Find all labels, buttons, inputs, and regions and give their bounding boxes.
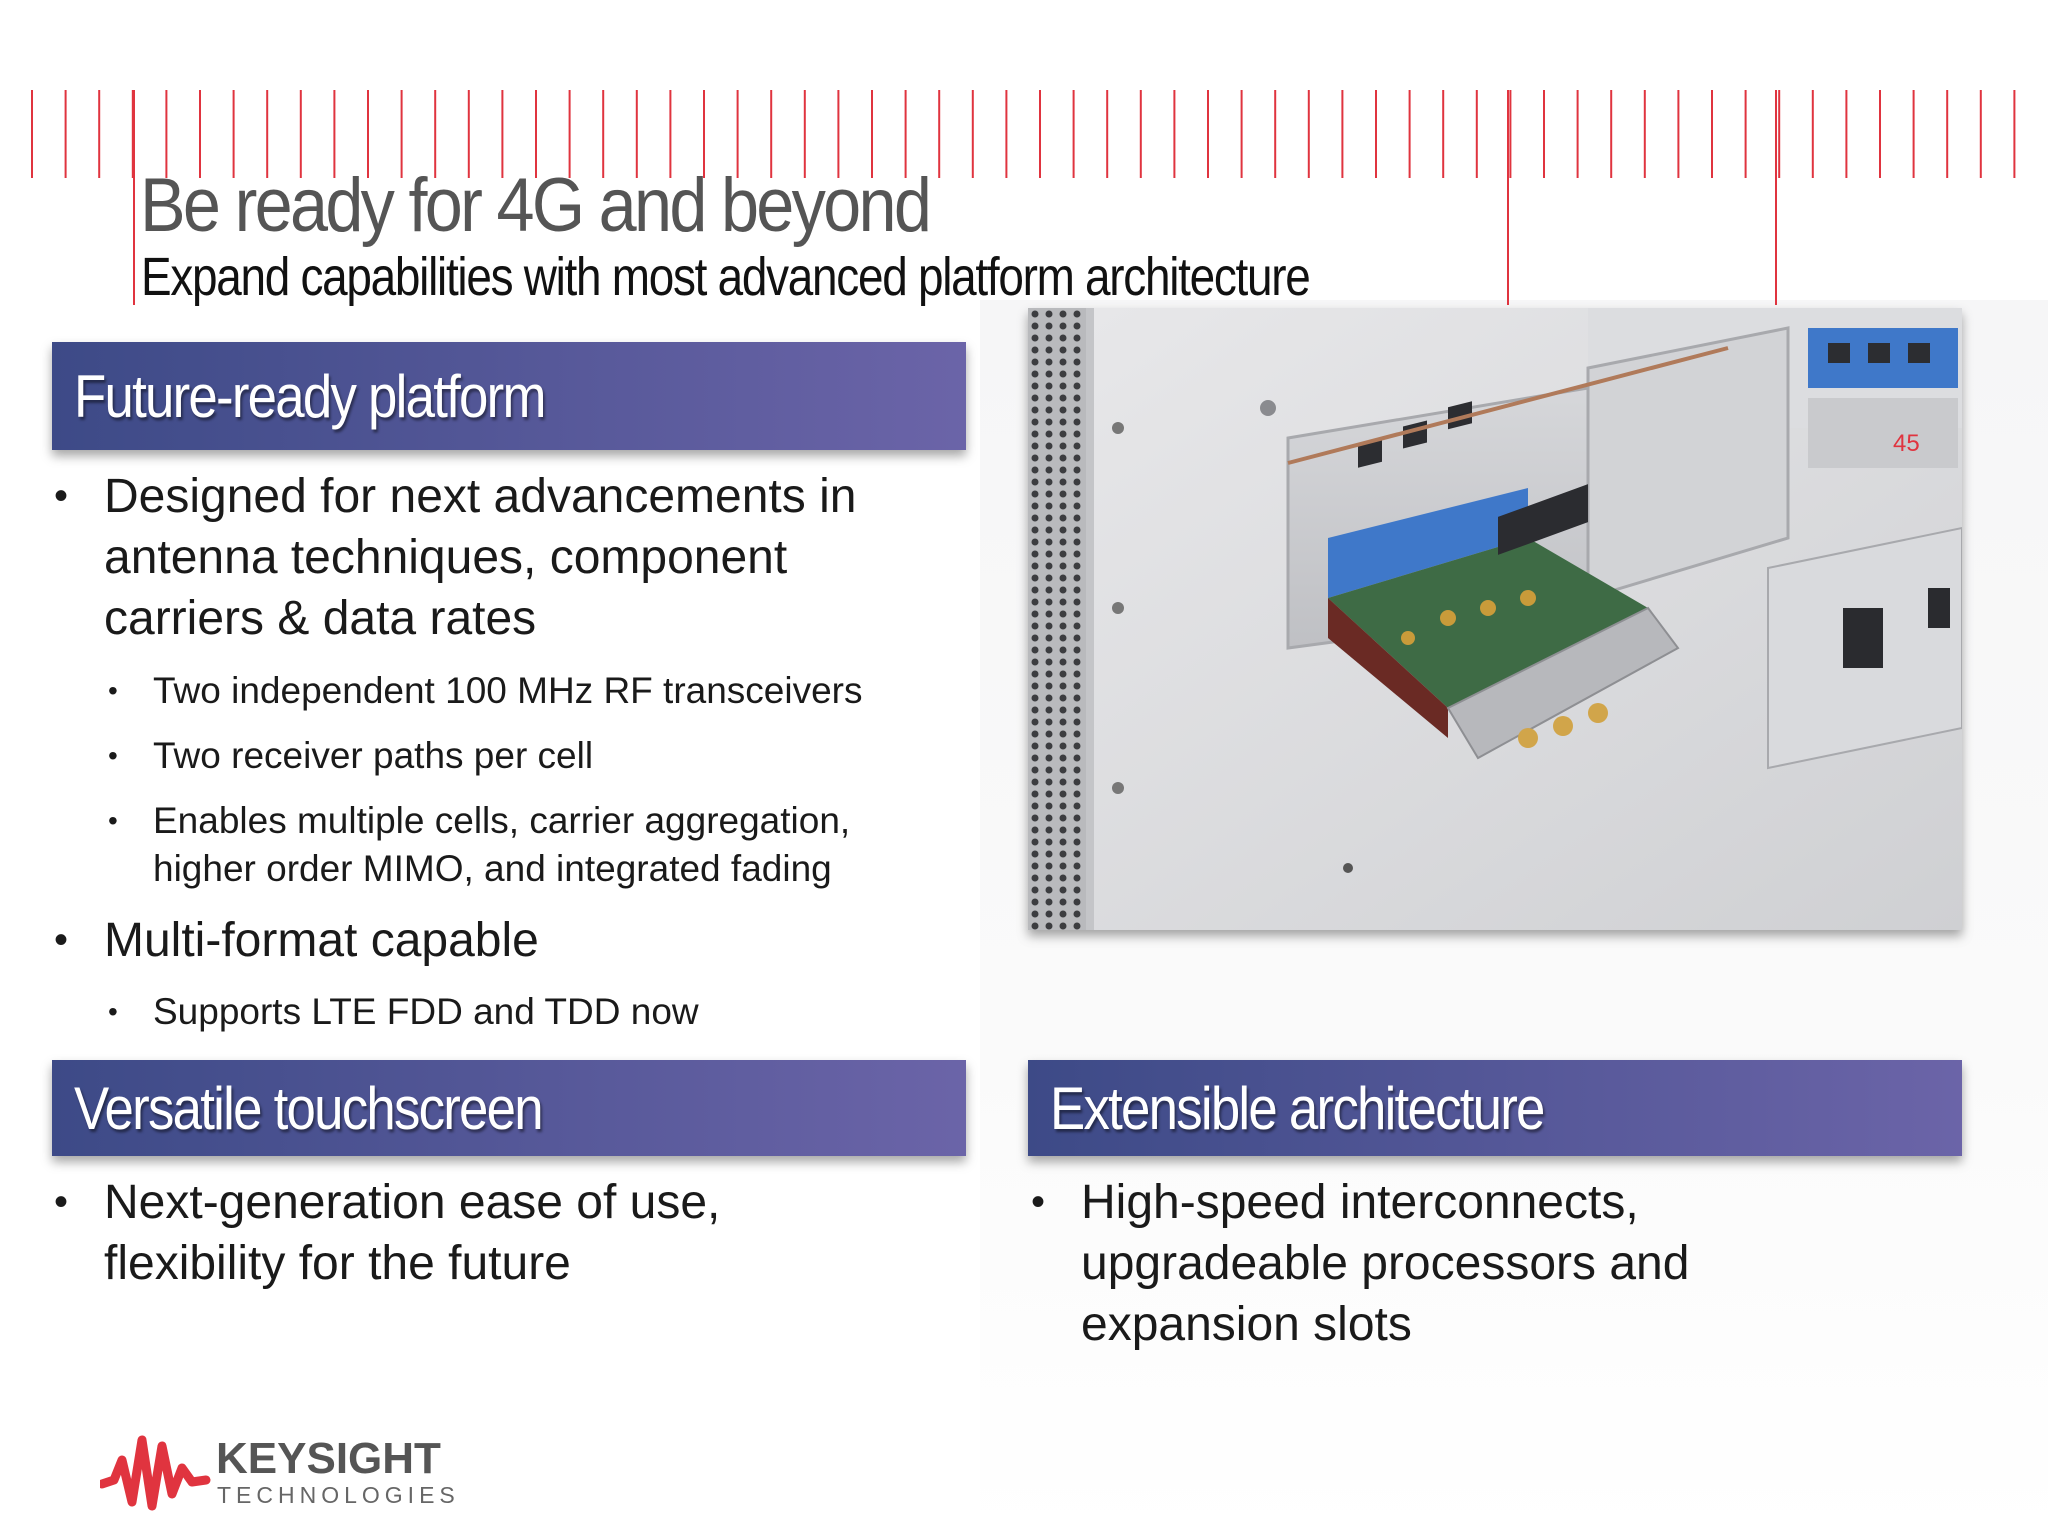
bullet-dot: • xyxy=(108,805,118,836)
bullet-interconnects: • High-speed interconnects, upgradeable … xyxy=(1031,1172,1690,1355)
slide-title: Be ready for 4G and beyond xyxy=(140,163,932,248)
section-heading: Versatile touchscreen xyxy=(74,1075,544,1142)
bullet-dot: • xyxy=(108,740,118,771)
section-banner-touchscreen: Versatile touchscreen xyxy=(52,1060,966,1156)
sub-bullet-lte: • Supports LTE FDD and TDD now xyxy=(108,988,699,1036)
sub-bullet-multiple-cells: • Enables multiple cells, carrier aggreg… xyxy=(108,797,851,893)
keysight-logo-wave xyxy=(100,1435,211,1511)
bullet-line: higher order MIMO, and integrated fading xyxy=(153,848,832,889)
section-banner-future-ready: Future-ready platform xyxy=(52,342,966,450)
sub-bullet-receiver-paths: • Two receiver paths per cell xyxy=(108,732,594,780)
bullet-line: carriers & data rates xyxy=(104,592,537,645)
bullet-multi-format: • Multi-format capable xyxy=(54,910,539,971)
section-heading: Future-ready platform xyxy=(74,363,546,430)
bullet-dot: • xyxy=(54,474,69,518)
bullet-line: Enables multiple cells, carrier aggregat… xyxy=(153,800,851,841)
bullet-line: flexibility for the future xyxy=(104,1237,571,1290)
bullet-designed: • Designed for next advancements in ante… xyxy=(54,466,857,649)
bullet-line: upgradeable processors and xyxy=(1081,1237,1690,1290)
product-photo xyxy=(1028,308,1962,930)
bullet-dot: • xyxy=(108,996,118,1027)
bullet-dot: • xyxy=(54,1180,69,1224)
bullet-text: Supports LTE FDD and TDD now xyxy=(153,991,699,1032)
bullet-line: antenna techniques, component xyxy=(104,531,788,584)
bullet-text: Multi-format capable xyxy=(104,914,539,967)
bullet-line: Next-generation ease of use, xyxy=(104,1176,721,1229)
brand-name: KEYSIGHT xyxy=(216,1434,441,1483)
bullet-text: Two receiver paths per cell xyxy=(153,735,594,776)
bullet-text: Two independent 100 MHz RF transceivers xyxy=(153,670,863,711)
bullet-dot: • xyxy=(54,918,69,962)
page-number: 45 xyxy=(1893,430,1920,457)
bullet-line: expansion slots xyxy=(1081,1298,1412,1351)
sub-bullet-transceivers: • Two independent 100 MHz RF transceiver… xyxy=(108,667,863,715)
instrument-rear-panel-illustration xyxy=(1028,308,1962,930)
slide-subtitle: Expand capabilities with most advanced p… xyxy=(141,247,1311,307)
brand-tagline: TECHNOLOGIES xyxy=(217,1482,460,1508)
bullet-dot: • xyxy=(1031,1180,1046,1224)
section-heading: Extensible architecture xyxy=(1050,1075,1545,1142)
decorative-tick-bar xyxy=(31,90,2016,305)
bullet-line: Designed for next advancements in xyxy=(104,470,857,523)
bullet-ease-of-use: • Next-generation ease of use, flexibili… xyxy=(54,1172,721,1294)
bullet-dot: • xyxy=(108,675,118,706)
section-banner-extensible: Extensible architecture xyxy=(1028,1060,1962,1156)
bullet-line: High-speed interconnects, xyxy=(1081,1176,1639,1229)
